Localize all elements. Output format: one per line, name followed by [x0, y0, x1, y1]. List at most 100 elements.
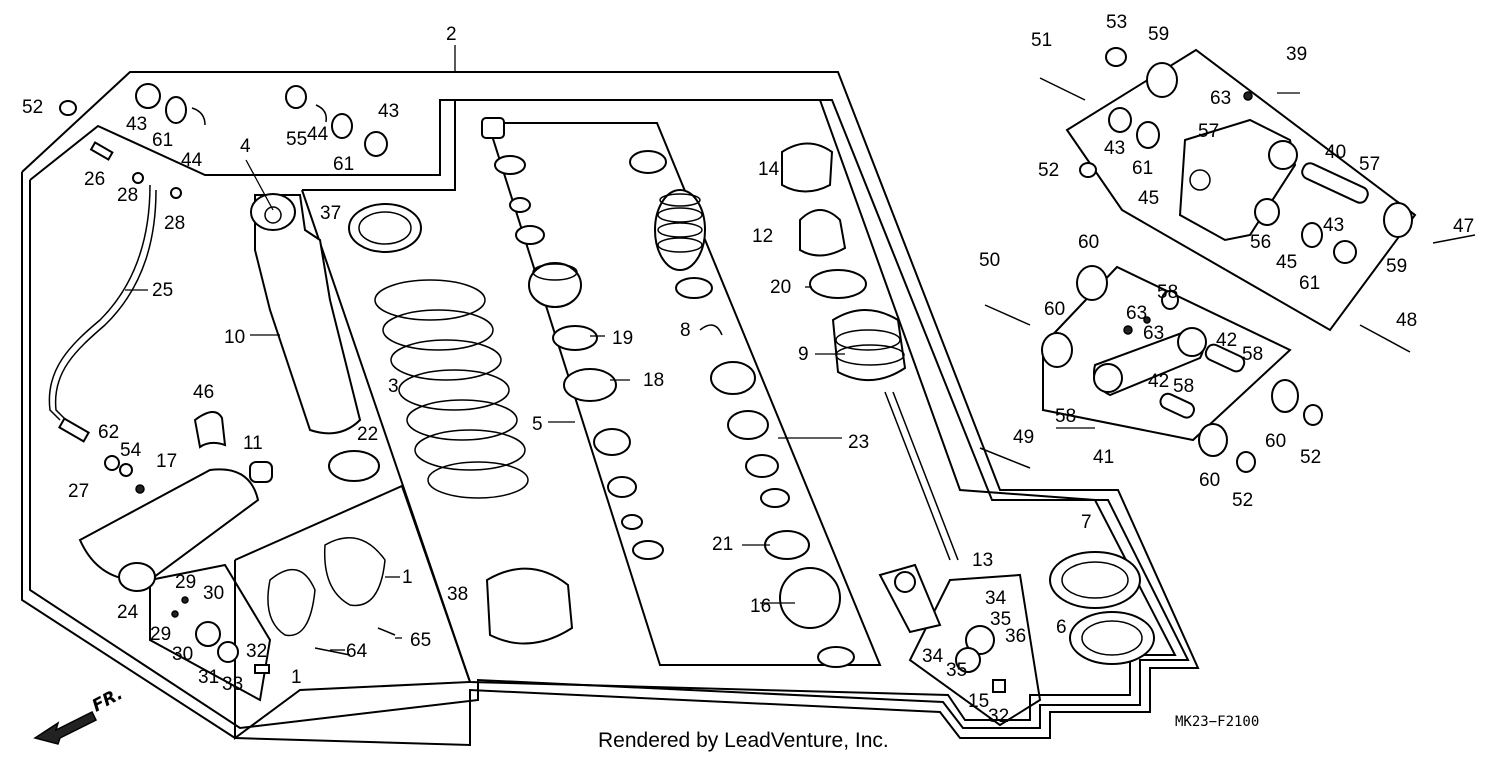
- callout-57[interactable]: 57: [1198, 121, 1219, 142]
- callout-59[interactable]: 59: [1148, 24, 1169, 45]
- callout-2[interactable]: 2: [446, 24, 457, 45]
- callout-52[interactable]: 52: [22, 97, 43, 118]
- callout-60[interactable]: 60: [1265, 431, 1286, 452]
- callout-30[interactable]: 30: [172, 644, 193, 665]
- callout-32[interactable]: 32: [246, 641, 267, 662]
- callout-51[interactable]: 51: [1031, 30, 1052, 51]
- callout-13[interactable]: 13: [972, 550, 993, 571]
- callout-65[interactable]: 65: [410, 630, 431, 651]
- callout-63[interactable]: 63: [1210, 88, 1231, 109]
- callout-9[interactable]: 9: [798, 344, 809, 365]
- callout-16[interactable]: 16: [750, 596, 771, 617]
- callout-57[interactable]: 57: [1359, 154, 1380, 175]
- callout-35[interactable]: 35: [946, 660, 967, 681]
- callout-22[interactable]: 22: [357, 424, 378, 445]
- callout-29[interactable]: 29: [175, 572, 196, 593]
- callout-11[interactable]: 11: [243, 433, 263, 454]
- callout-62[interactable]: 62: [98, 422, 119, 443]
- collar-58: [1161, 290, 1179, 310]
- callout-7[interactable]: 7: [1081, 512, 1092, 533]
- callout-58[interactable]: 58: [1242, 344, 1263, 365]
- callout-17[interactable]: 17: [156, 451, 177, 472]
- callout-1[interactable]: 1: [402, 567, 413, 588]
- callout-43[interactable]: 43: [378, 101, 399, 122]
- callout-24[interactable]: 24: [117, 602, 139, 623]
- callout-42[interactable]: 42: [1216, 330, 1237, 351]
- callout-61[interactable]: 61: [1132, 158, 1153, 179]
- callout-63[interactable]: 63: [1126, 303, 1147, 324]
- callout-31[interactable]: 31: [198, 667, 219, 688]
- callout-58[interactable]: 58: [1055, 406, 1076, 427]
- callout-19[interactable]: 19: [612, 328, 633, 349]
- callout-50[interactable]: 50: [979, 250, 1000, 271]
- callout-18[interactable]: 18: [643, 370, 664, 391]
- callout-61[interactable]: 61: [333, 154, 354, 175]
- callout-43[interactable]: 43: [126, 114, 147, 135]
- callout-23[interactable]: 23: [848, 432, 869, 453]
- callout-8[interactable]: 8: [680, 320, 691, 341]
- callout-5[interactable]: 5: [532, 414, 543, 435]
- callout-52[interactable]: 52: [1232, 490, 1253, 511]
- callout-26[interactable]: 26: [84, 169, 105, 190]
- callout-53[interactable]: 53: [1106, 12, 1127, 33]
- callout-27[interactable]: 27: [68, 481, 89, 502]
- callout-4[interactable]: 4: [240, 136, 251, 157]
- callout-15[interactable]: 15: [968, 691, 989, 712]
- bolt-51: [1039, 77, 1086, 101]
- callout-45[interactable]: 45: [1138, 188, 1159, 209]
- callout-10[interactable]: 10: [224, 327, 245, 348]
- callout-41[interactable]: 41: [1093, 447, 1114, 468]
- callout-44[interactable]: 44: [307, 124, 329, 145]
- callout-39[interactable]: 39: [1286, 44, 1307, 65]
- callout-21[interactable]: 21: [712, 534, 733, 555]
- callout-29[interactable]: 29: [150, 624, 171, 645]
- callout-38[interactable]: 38: [447, 584, 468, 605]
- callout-36[interactable]: 36: [1005, 626, 1026, 647]
- callout-43[interactable]: 43: [1104, 138, 1125, 159]
- callout-61[interactable]: 61: [152, 130, 173, 151]
- bushing-55: [285, 85, 307, 109]
- callout-20[interactable]: 20: [770, 277, 791, 298]
- callout-6[interactable]: 6: [1056, 617, 1067, 638]
- clip-44a: [191, 107, 206, 126]
- callout-60[interactable]: 60: [1199, 470, 1220, 491]
- callout-33[interactable]: 33: [222, 674, 243, 695]
- callout-44[interactable]: 44: [181, 150, 203, 171]
- callout-63[interactable]: 63: [1143, 323, 1164, 344]
- callout-40[interactable]: 40: [1325, 142, 1346, 163]
- callout-43[interactable]: 43: [1323, 215, 1344, 236]
- callout-46[interactable]: 46: [193, 382, 214, 403]
- callout-3[interactable]: 3: [388, 376, 399, 397]
- callout-37[interactable]: 37: [320, 203, 341, 224]
- callout-34[interactable]: 34: [922, 646, 944, 667]
- callout-32[interactable]: 32: [988, 706, 1009, 727]
- callout-64[interactable]: 64: [346, 641, 368, 662]
- seal-59a: [1146, 62, 1178, 98]
- callout-42[interactable]: 42: [1148, 371, 1169, 392]
- callout-52[interactable]: 52: [1300, 447, 1321, 468]
- callout-45[interactable]: 45: [1276, 252, 1297, 273]
- callout-55[interactable]: 55: [286, 129, 307, 150]
- callout-54[interactable]: 54: [120, 440, 142, 461]
- callout-58[interactable]: 58: [1173, 376, 1194, 397]
- callout-56[interactable]: 56: [1250, 232, 1271, 253]
- callout-59[interactable]: 59: [1386, 256, 1407, 277]
- callout-28[interactable]: 28: [164, 213, 185, 234]
- callout-1[interactable]: 1: [291, 667, 302, 688]
- callout-34[interactable]: 34: [985, 588, 1007, 609]
- callout-61[interactable]: 61: [1299, 273, 1320, 294]
- callout-12[interactable]: 12: [752, 226, 773, 247]
- callout-49[interactable]: 49: [1013, 427, 1034, 448]
- callout-35[interactable]: 35: [990, 609, 1011, 630]
- callout-30[interactable]: 30: [203, 583, 224, 604]
- callout-48[interactable]: 48: [1396, 310, 1417, 331]
- bushing-43a: [135, 83, 161, 109]
- callout-28[interactable]: 28: [117, 185, 138, 206]
- callout-14[interactable]: 14: [758, 159, 780, 180]
- callout-58[interactable]: 58: [1157, 282, 1178, 303]
- callout-60[interactable]: 60: [1044, 299, 1065, 320]
- callout-25[interactable]: 25: [152, 280, 173, 301]
- callout-60[interactable]: 60: [1078, 232, 1099, 253]
- callout-47[interactable]: 47: [1453, 216, 1474, 237]
- callout-52[interactable]: 52: [1038, 160, 1059, 181]
